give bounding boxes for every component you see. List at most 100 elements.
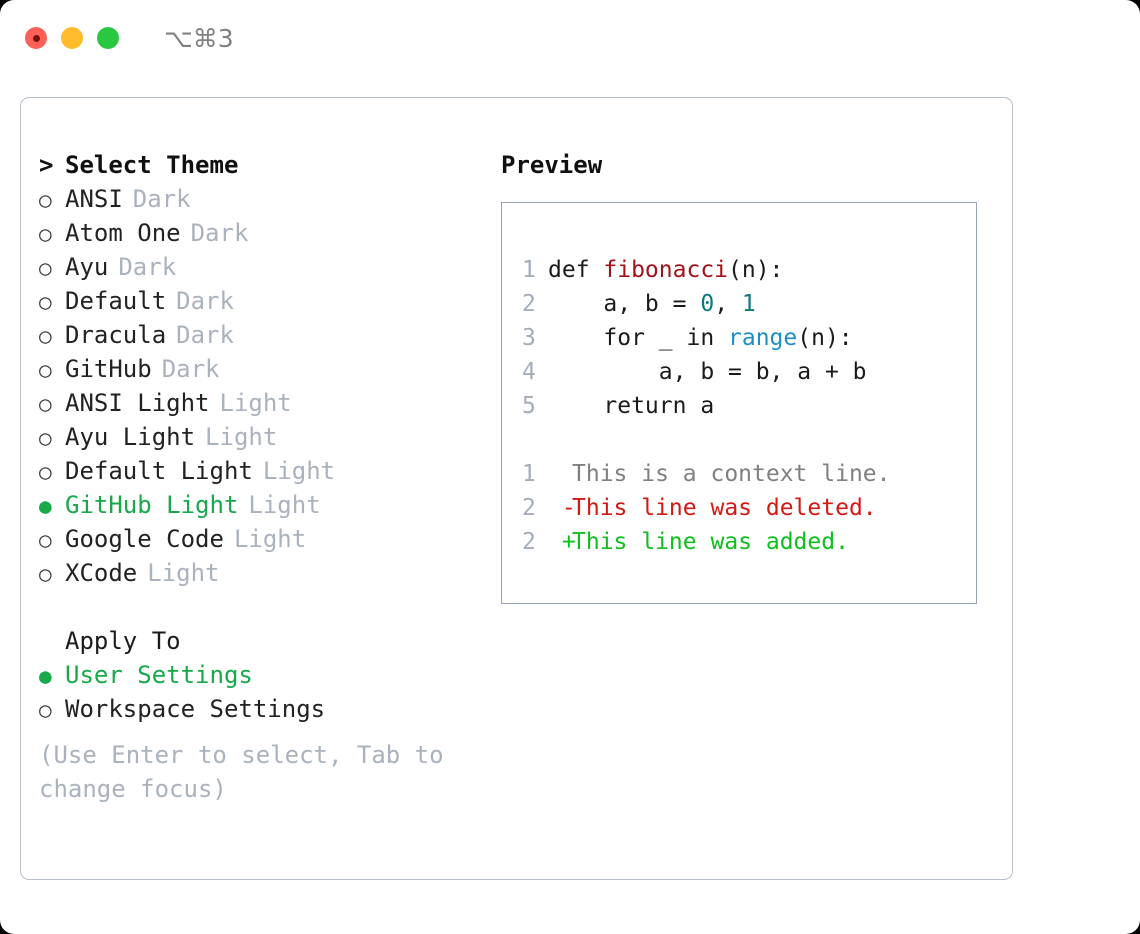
theme-variant-badge: Dark (161, 355, 220, 383)
code-token: a, b = b, a + b (548, 359, 867, 385)
diff-text: This line was added. (572, 529, 849, 555)
select-theme-heading: > Select Theme (39, 148, 489, 182)
diff-marker (548, 457, 572, 491)
code-token: (n): (728, 257, 784, 283)
theme-list-item[interactable]: ○ Ayu Dark (39, 250, 489, 284)
diff-marker: - (548, 495, 576, 521)
diff-marker: + (548, 529, 576, 555)
theme-variant-badge: Light (219, 389, 292, 417)
apply-to-label: Workspace Settings (65, 695, 326, 723)
diff-sample: 1 This is a context line.2 -This line wa… (522, 457, 976, 559)
zoom-window-icon[interactable] (97, 27, 119, 49)
code-token: a, b = (548, 291, 701, 317)
radio-unselected-icon[interactable]: ○ (39, 528, 52, 552)
radio-unselected-icon[interactable]: ○ (39, 324, 52, 348)
code-token: def (548, 257, 604, 283)
theme-variant-badge: Dark (176, 287, 234, 315)
code-line: 4 a, b = b, a + b (522, 355, 976, 389)
code-line: 5 return a (522, 389, 976, 423)
code-token: return a (548, 393, 715, 419)
theme-name: Google Code (65, 525, 224, 553)
apply-to-label: User Settings (65, 661, 253, 689)
line-number: 1 (522, 257, 536, 283)
theme-name: GitHub (65, 355, 152, 383)
theme-name: ANSI (65, 185, 123, 213)
radio-unselected-icon[interactable]: ○ (39, 426, 52, 450)
code-token: 0 (700, 291, 715, 317)
theme-variant-badge: Light (147, 559, 220, 587)
radio-unselected-icon[interactable]: ○ (39, 562, 52, 586)
theme-list-item[interactable]: ○ Dracula Dark (39, 318, 489, 352)
radio-unselected-icon[interactable]: ○ (39, 290, 52, 314)
radio-unselected-icon[interactable]: ○ (39, 392, 52, 416)
minimize-window-icon[interactable] (61, 27, 83, 49)
radio-unselected-icon[interactable]: ○ (39, 256, 52, 280)
radio-unselected-icon[interactable]: ○ (39, 222, 52, 246)
diff-line: 2 -This line was deleted. (522, 491, 976, 525)
caret-icon: > (39, 151, 54, 179)
code-line: 3 for _ in range(n): (522, 321, 976, 355)
theme-variant-badge: Light (233, 525, 307, 553)
list-spacer (39, 590, 489, 624)
line-number: 1 (522, 461, 536, 487)
radio-unselected-icon[interactable]: ○ (39, 358, 52, 382)
keyboard-shortcut-label: ⌥⌘3 (164, 23, 234, 53)
title-bar: ⌥⌘3 (0, 0, 1140, 76)
theme-name: XCode (65, 559, 138, 587)
theme-name: Default Light (65, 457, 253, 485)
code-line: 1 def fibonacci(n): (522, 253, 976, 287)
theme-list-item[interactable]: ○ Ayu Light Light (39, 420, 489, 454)
theme-list-item[interactable]: ○ XCode Light (39, 556, 489, 590)
theme-variant-badge: Dark (132, 185, 191, 213)
apply-to-option[interactable]: ● User Settings (39, 658, 489, 692)
radio-unselected-icon[interactable]: ○ (39, 188, 52, 212)
code-token: range (728, 325, 798, 351)
radio-unselected-icon[interactable]: ○ (39, 698, 52, 722)
radio-selected-icon[interactable]: ● (39, 664, 52, 688)
diff-text: This line was deleted. (572, 495, 877, 521)
theme-name: Ayu Light (65, 423, 196, 451)
theme-list-item[interactable]: ○ Google Code Light (39, 522, 489, 556)
line-number: 2 (522, 291, 536, 317)
diff-line: 2 +This line was added. (522, 525, 976, 559)
radio-selected-icon[interactable]: ● (39, 494, 52, 518)
diff-line: 1 This is a context line. (522, 457, 976, 491)
line-number: 4 (522, 359, 536, 385)
theme-variant-badge: Light (205, 423, 278, 451)
preview-title: Preview (501, 151, 603, 179)
code-token: fibonacci (603, 257, 729, 283)
code-diff-gap (522, 423, 976, 457)
theme-variant-badge: Dark (118, 253, 177, 281)
apply-to-option[interactable]: ○ Workspace Settings (39, 692, 489, 726)
theme-name: Ayu (65, 253, 109, 281)
code-token: (n): (797, 325, 853, 351)
spacer-icon: ○ (39, 625, 65, 659)
code-token: 1 (741, 291, 756, 317)
theme-variant-badge: Light (248, 491, 321, 519)
theme-list-item[interactable]: ● GitHub Light Light (39, 488, 489, 522)
apply-to-heading: ○ Apply To (39, 624, 489, 658)
close-window-icon[interactable] (25, 27, 47, 49)
theme-variant-badge: Dark (176, 321, 234, 349)
traffic-lights (25, 27, 119, 49)
diff-text: This is a context line. (572, 461, 891, 487)
radio-unselected-icon[interactable]: ○ (39, 460, 52, 484)
code-token: , (714, 291, 742, 317)
line-number: 2 (522, 529, 536, 555)
theme-name: Dracula (65, 321, 167, 349)
theme-list-item[interactable]: ○ ANSI Dark (39, 182, 489, 216)
theme-list-item[interactable]: ○ GitHub Dark (39, 352, 489, 386)
keyboard-hint: (Use Enter to select, Tab to change focu… (39, 741, 444, 803)
theme-name: GitHub Light (65, 491, 239, 519)
